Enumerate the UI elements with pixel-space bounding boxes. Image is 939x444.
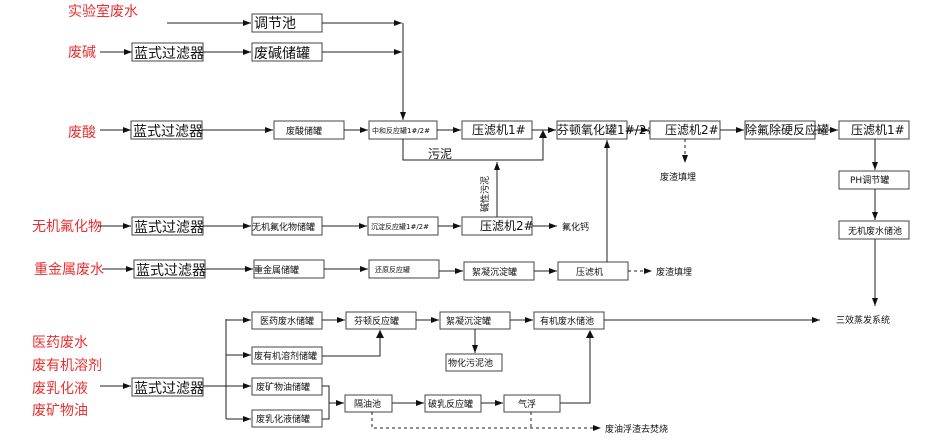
source-waste-emulsion: 废乳化液 [32, 381, 88, 397]
svg-text:物化污泥池: 物化污泥池 [448, 357, 493, 369]
svg-text:废酸储罐: 废酸储罐 [286, 125, 322, 137]
source-waste-acid: 废酸 [68, 125, 96, 141]
box-defluoride-reactor: 除氟除硬反应罐 [744, 120, 829, 140]
box-basket-filter-metal: 蓝式过滤器 [133, 259, 206, 279]
svg-text:蓝式过滤器: 蓝式过滤器 [134, 46, 204, 62]
box-filter-press-2b: 压滤机2# [461, 216, 534, 236]
box-waste-solvent-tank: 废有机溶剂储罐 [251, 346, 323, 365]
svg-text:中和反应罐1#/2#: 中和反应罐1#/2# [372, 126, 430, 135]
label-landfill-1: 废渣填埋 [660, 171, 696, 183]
svg-text:有机废水储池: 有机废水储池 [540, 315, 594, 327]
svg-text:蓝式过滤器: 蓝式过滤器 [134, 381, 204, 397]
box-basket-filter-fluoride: 蓝式过滤器 [131, 216, 204, 236]
box-demulsification-reactor: 破乳反应罐 [424, 394, 482, 413]
box-waste-acid-tank: 废酸储罐 [273, 120, 345, 140]
box-basket-filter-organic: 蓝式过滤器 [131, 377, 204, 397]
svg-text:压滤机: 压滤机 [576, 266, 603, 278]
label-alkaline-sludge: 碱性污泥 [479, 176, 491, 212]
label-triple-effect-evaporation: 三效蒸发系统 [836, 314, 890, 326]
svg-text:废乳化液储罐: 废乳化液储罐 [256, 413, 310, 425]
box-air-flotation: 气浮 [503, 394, 561, 413]
arrow-head [586, 330, 594, 338]
svg-text:压滤机2#: 压滤机2# [665, 123, 719, 137]
source-heavy-metal-wastewater: 重金属废水 [34, 262, 104, 278]
box-ph-adjust-tank: PH调节罐 [838, 170, 910, 190]
source-waste-organic-solvent: 废有机溶剂 [32, 358, 102, 374]
box-heavy-metal-tank: 重金属储罐 [253, 259, 325, 279]
dashed-line [371, 412, 599, 429]
box-precipitation-reactor: 沉淀反应罐1#/2# [367, 216, 439, 236]
box-oil-separator: 隔油池 [344, 394, 393, 413]
svg-text:压滤机1#: 压滤机1# [472, 123, 526, 137]
box-pharma-wastewater-tank: 医药废水储罐 [251, 311, 323, 330]
label-calcium-fluoride: 氟化钙 [562, 221, 589, 233]
box-filter-press: 压滤机 [557, 261, 629, 281]
box-filter-press-1b: 压滤机1# [838, 120, 910, 140]
box-basket-filter-alkali: 蓝式过滤器 [131, 42, 204, 62]
svg-text:破乳反应罐: 破乳反应罐 [428, 398, 473, 410]
box-flocculation-tank: 絮凝沉淀罐 [463, 261, 535, 281]
arrow-head [593, 425, 601, 431]
box-fenton-oxidation-tank: 芬顿氧化罐1#/2# [556, 120, 656, 140]
box-waste-alkali-tank: 废碱储罐 [251, 42, 323, 62]
svg-text:除氟除硬反应罐: 除氟除硬反应罐 [745, 122, 829, 137]
svg-text:压滤机1#: 压滤机1# [851, 123, 905, 137]
box-reduction-reactor: 还原反应罐 [368, 259, 440, 279]
box-regulating-pool: 调节池 [251, 13, 323, 33]
svg-text:废碱储罐: 废碱储罐 [254, 46, 310, 62]
line [322, 385, 330, 420]
label-waste-oil-incineration: 废油浮渣去焚烧 [605, 423, 668, 435]
svg-text:芬顿反应罐: 芬顿反应罐 [354, 315, 399, 327]
svg-text:无机废水储池: 无机废水储池 [848, 225, 902, 237]
box-basket-filter-acid: 蓝式过滤器 [130, 120, 203, 140]
svg-text:废矿物油储罐: 废矿物油储罐 [256, 381, 310, 393]
svg-text:隔油池: 隔油池 [354, 398, 381, 410]
box-sludge-pool: 物化污泥池 [445, 353, 503, 372]
box-inorganic-wastewater-pool: 无机废水储池 [838, 220, 910, 240]
svg-text:气浮: 气浮 [518, 398, 536, 410]
svg-text:压滤机2#: 压滤机2# [480, 219, 534, 233]
arrow-head [376, 330, 384, 338]
source-pharma-wastewater: 医药废水 [32, 335, 88, 351]
box-emulsion-tank: 废乳化液储罐 [251, 409, 323, 428]
svg-text:PH调节罐: PH调节罐 [850, 174, 889, 186]
box-filter-press-1: 压滤机1# [461, 120, 533, 140]
svg-text:沉淀反应罐1#/2#: 沉淀反应罐1#/2# [371, 222, 429, 231]
source-inorganic-fluoride: 无机氟化物 [32, 219, 102, 235]
box-fenton-reactor: 芬顿反应罐 [345, 311, 417, 330]
line [322, 330, 381, 357]
svg-text:还原反应罐: 还原反应罐 [375, 265, 410, 274]
source-waste-mineral-oil: 废矿物油 [32, 403, 88, 419]
label-sludge: 污泥 [428, 147, 452, 161]
label-landfill-2: 废渣填埋 [656, 266, 692, 278]
source-waste-alkali: 废碱 [68, 45, 96, 61]
box-inorganic-fluoride-tank: 无机氟化物储罐 [251, 216, 323, 236]
svg-text:无机氟化物储罐: 无机氟化物储罐 [252, 221, 315, 233]
source-lab-wastewater: 实验室废水 [68, 3, 138, 20]
svg-text:芬顿氧化罐1#/2#: 芬顿氧化罐1#/2# [557, 123, 656, 137]
svg-text:蓝式过滤器: 蓝式过滤器 [134, 220, 204, 236]
sludge-line [402, 131, 544, 161]
line [560, 331, 591, 404]
box-neutralization-reactor: 中和反应罐1#/2# [368, 120, 438, 140]
svg-text:调节池: 调节池 [254, 16, 296, 32]
svg-text:重金属储罐: 重金属储罐 [254, 264, 299, 276]
svg-text:蓝式过滤器: 蓝式过滤器 [136, 263, 206, 279]
box-filter-press-2: 压滤机2# [649, 120, 721, 140]
box-flocculation-tank-2: 絮凝沉淀罐 [439, 311, 511, 330]
box-mineral-oil-tank: 废矿物油储罐 [251, 377, 323, 396]
arrow-head [539, 130, 547, 138]
svg-text:蓝式过滤器: 蓝式过滤器 [133, 124, 203, 140]
svg-text:医药废水储罐: 医药废水储罐 [260, 315, 314, 327]
svg-text:絮凝沉淀罐: 絮凝沉淀罐 [472, 266, 517, 278]
svg-text:絮凝沉淀罐: 絮凝沉淀罐 [446, 315, 491, 327]
svg-text:废有机溶剂储罐: 废有机溶剂储罐 [254, 350, 317, 362]
box-organic-wastewater-pool: 有机废水储池 [533, 311, 605, 330]
